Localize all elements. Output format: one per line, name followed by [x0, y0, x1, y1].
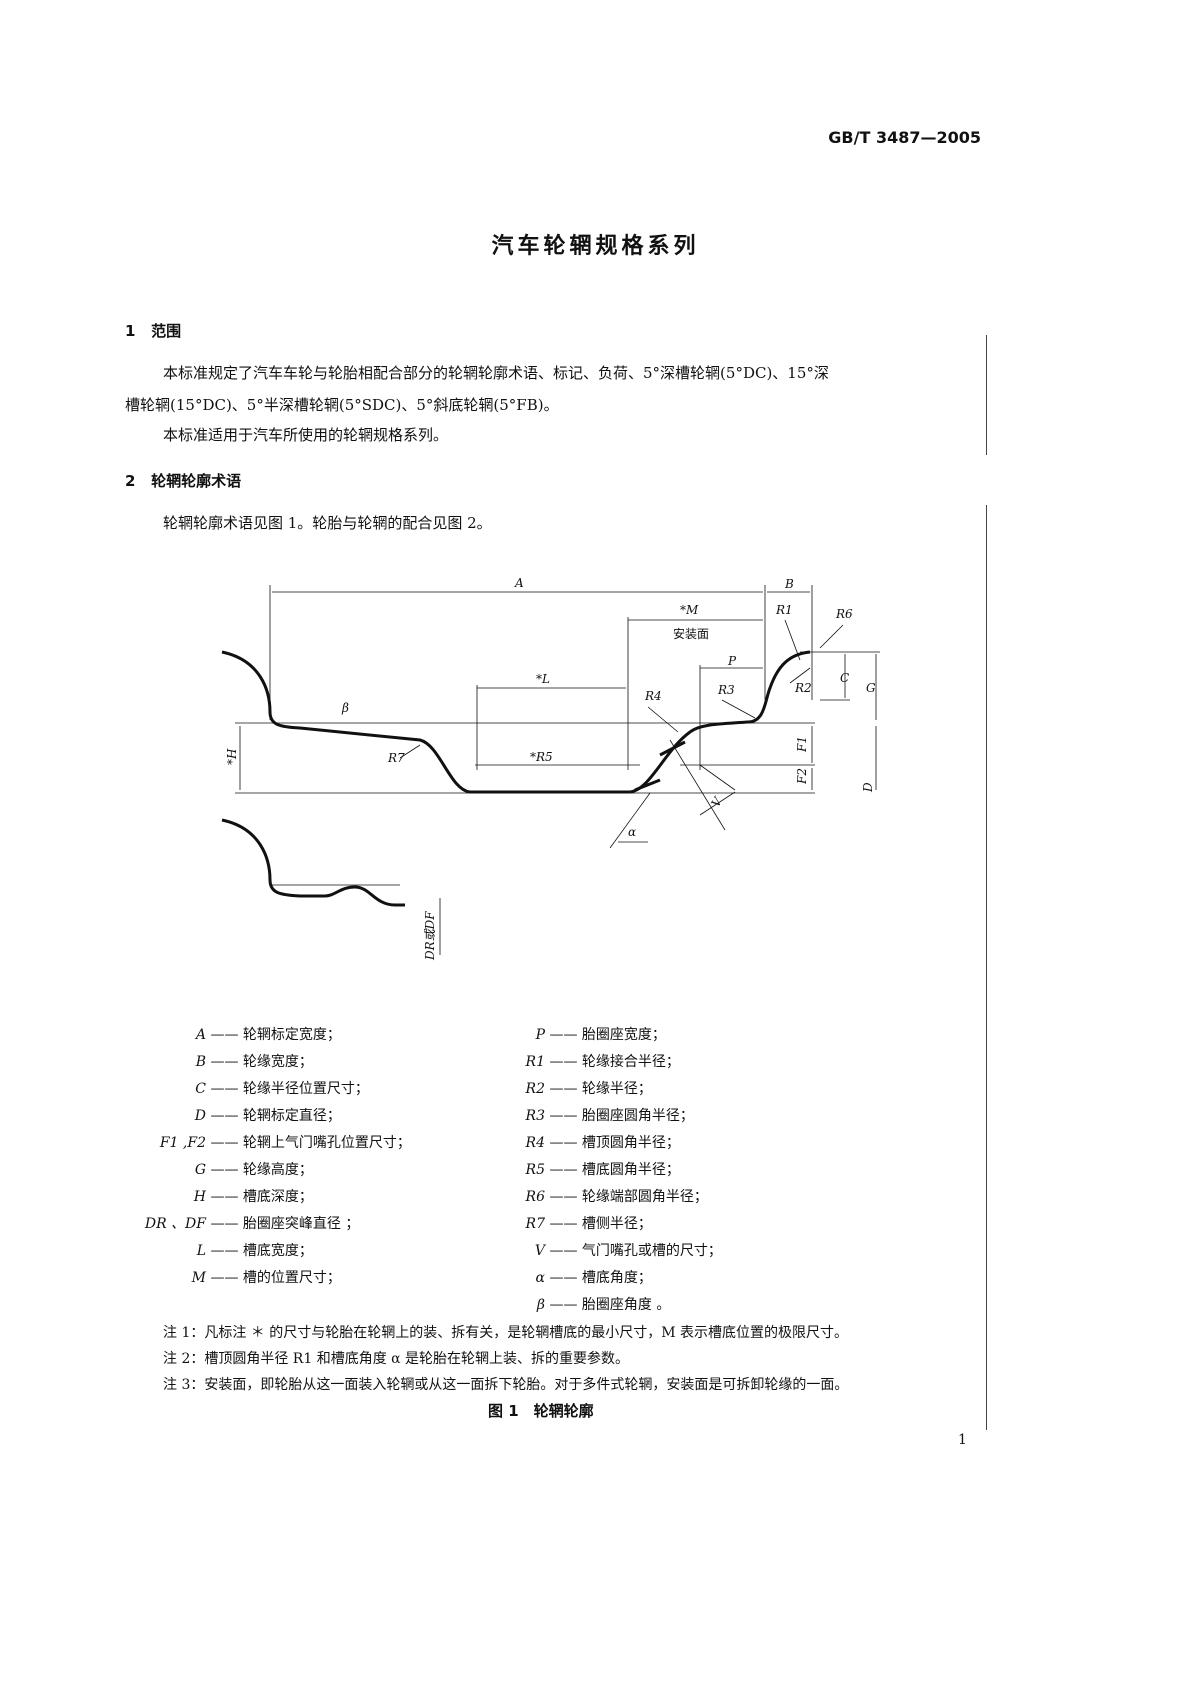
legend-item: R2 —— 轮缘半径；	[525, 1081, 652, 1097]
legend-item: M —— 槽的位置尺寸；	[191, 1270, 341, 1286]
legend-left: A —— 轮辋标定宽度； B —— 轮缘宽度； C —— 轮缘半径位置尺寸； D…	[140, 1022, 411, 1292]
section-number: 2	[125, 472, 136, 490]
legend-item: L —— 槽底宽度；	[196, 1243, 313, 1259]
legend-item: R3 —— 胎圈座圆角半径；	[525, 1108, 694, 1124]
legend-item: C —— 轮缘半径位置尺寸；	[195, 1081, 369, 1097]
paragraph: 槽轮辋(15°DC)、5°半深槽轮辋(5°SDC)、5°斜底轮辋(5°FB)。	[125, 396, 559, 414]
label-r7: R7	[387, 751, 405, 765]
label-c: C	[840, 671, 849, 685]
label-r1: R1	[775, 603, 793, 617]
label-mount-face: 安装面	[673, 626, 709, 641]
label-f1: F1	[795, 736, 809, 753]
revision-bar	[986, 335, 987, 455]
label-r2: R2	[794, 681, 812, 695]
legend-item: R1 —— 轮缘接合半径；	[525, 1054, 680, 1070]
note-1: 注 1：凡标注 ＊ 的尺寸与轮胎在轮辋上的装、拆有关，是轮辋槽底的最小尺寸，M …	[163, 1325, 849, 1341]
label-f2: F2	[795, 768, 809, 785]
label-r3: R3	[717, 683, 735, 697]
legend-item: R4 —— 槽顶圆角半径；	[525, 1135, 680, 1151]
note-2: 注 2：槽顶圆角半径 R1 和槽底角度 α 是轮胎在轮辋上装、拆的重要参数。	[163, 1351, 630, 1367]
legend-item: V —— 气门嘴孔或槽的尺寸；	[534, 1243, 722, 1259]
label-r4: R4	[644, 689, 662, 703]
label-l: *L	[536, 672, 550, 686]
section-heading: 2 轮辋轮廓术语	[125, 470, 241, 491]
section-title: 范围	[151, 322, 182, 340]
legend-item: β —— 胎圈座角度 。	[536, 1297, 671, 1313]
page-number: 1	[958, 1432, 967, 1448]
legend-item: B —— 轮缘宽度；	[195, 1054, 313, 1070]
rim-profile-diagram: A B *M R1 R6 P *L R4 R3 R2 C G β *H R7 *…	[221, 576, 880, 961]
legend-right: P —— 胎圈座宽度； R1 —— 轮缘接合半径； R2 —— 轮缘半径； R3…	[505, 1022, 722, 1319]
label-dr-df: DR或DF	[423, 911, 437, 961]
label-g: G	[866, 681, 876, 695]
label-m: *M	[680, 603, 699, 617]
label-r6: R6	[835, 607, 853, 621]
legend-item: R7 —— 槽侧半径；	[525, 1216, 652, 1232]
label-h: *H	[225, 748, 239, 765]
label-beta: β	[341, 701, 349, 715]
note-3: 注 3：安装面，即轮胎从这一面装入轮辋或从这一面拆下轮胎。对于多件式轮辋，安装面…	[163, 1377, 849, 1393]
label-r5: *R5	[530, 750, 553, 764]
legend-item: A —— 轮辋标定宽度；	[195, 1027, 341, 1043]
figure-caption: 图 1 轮辋轮廓	[488, 1402, 594, 1420]
legend-item: G —— 轮缘高度；	[194, 1162, 313, 1178]
label-d: D	[861, 782, 875, 793]
legend-item: R5 —— 槽底圆角半径；	[525, 1162, 680, 1178]
standard-number: GB/T 3487—2005	[828, 128, 981, 147]
legend-item: DR 、DF —— 胎圈座突峰直径 ；	[144, 1216, 360, 1232]
legend-item: P —— 胎圈座宽度；	[535, 1027, 666, 1043]
paragraph: 轮辋轮廓术语见图 1。轮胎与轮辋的配合见图 2。	[163, 514, 492, 532]
legend-item: F1 ,F2 —— 轮辋上气门嘴孔位置尺寸；	[159, 1135, 411, 1151]
label-b: B	[784, 577, 794, 591]
revision-bar	[986, 505, 987, 1430]
label-a: A	[514, 576, 524, 590]
legend-item: H —— 槽底深度；	[193, 1189, 313, 1205]
section-title: 轮辋轮廓术语	[151, 472, 242, 490]
section-number: 1	[125, 322, 136, 340]
legend-item: D —— 轮辋标定直径；	[194, 1108, 341, 1124]
section-heading: 1 范围	[125, 320, 181, 341]
label-p: P	[727, 654, 737, 668]
legend-item: R6 —— 轮缘端部圆角半径；	[525, 1189, 708, 1205]
paragraph: 本标准适用于汽车所使用的轮辋规格系列。	[163, 426, 449, 444]
page-title: 汽车轮辋规格系列	[491, 234, 700, 259]
legend-item: α —— 槽底角度；	[535, 1270, 652, 1286]
paragraph: 本标准规定了汽车车轮与轮胎相配合部分的轮辋轮廓术语、标记、负荷、5°深槽轮辋(5…	[163, 364, 829, 382]
label-alpha: α	[628, 825, 636, 839]
